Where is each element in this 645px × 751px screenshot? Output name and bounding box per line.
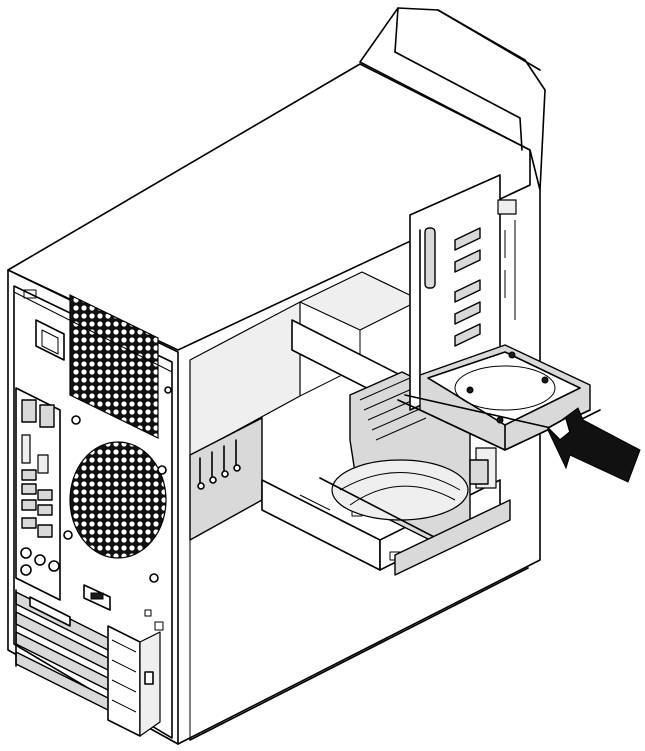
front-bezel: [359, 7, 546, 191]
psu-fan-grille: [69, 294, 159, 439]
lower-drive-tray: [394, 499, 511, 576]
fan-blades: [331, 459, 469, 521]
insertion-arrow: [547, 407, 641, 483]
rear-io-ports: [15, 387, 61, 601]
padlock-loop: [107, 625, 141, 737]
rear-fan-grille: [69, 441, 167, 559]
chassis-bottom-edge: [177, 189, 541, 745]
